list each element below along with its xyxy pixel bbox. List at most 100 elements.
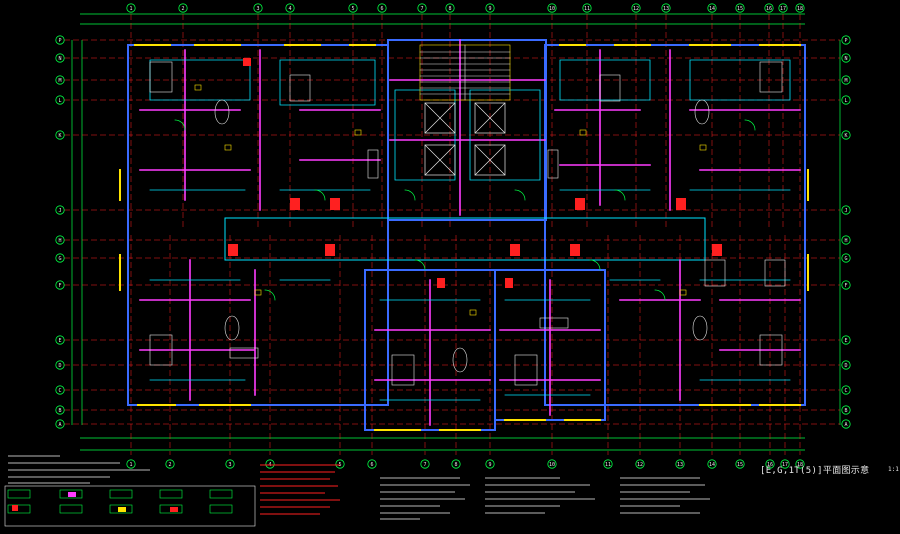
bed-icon xyxy=(599,74,621,102)
axis-bubble-top-label: 17 xyxy=(780,6,786,12)
axis-bubble-top xyxy=(445,3,455,13)
axis-bubble-bottom xyxy=(165,459,175,469)
axis-bubble-right xyxy=(841,405,851,415)
axis-bubble-left-label: N xyxy=(58,56,61,62)
axis-bubble-top-label: 4 xyxy=(288,6,291,12)
axis-bubble-left xyxy=(55,360,65,370)
axis-bubble-right xyxy=(841,95,851,105)
axis-bubble-top xyxy=(778,3,788,13)
axis-bubble-right-label: J xyxy=(844,208,847,214)
axis-bubble-bottom-label: 14 xyxy=(709,462,715,468)
outer-wall-left-block xyxy=(127,44,389,406)
sofa-icon xyxy=(229,347,259,359)
axis-bubble-left xyxy=(55,253,65,263)
axis-bubble-right-label: E xyxy=(844,338,847,344)
axis-bubble-top-label: 10 xyxy=(549,6,555,12)
axis-bubble-right xyxy=(841,75,851,85)
sofa-icon xyxy=(367,149,379,179)
axis-bubble-right-label: P xyxy=(844,38,847,44)
axis-bubble-top xyxy=(348,3,358,13)
axis-bubble-top-label: 8 xyxy=(448,6,451,12)
core-block xyxy=(387,39,547,221)
axis-bubble-left-label: G xyxy=(58,256,61,262)
axis-bubble-bottom xyxy=(265,459,275,469)
axis-bubble-right-label: B xyxy=(844,408,847,414)
windows-yellow xyxy=(119,44,809,431)
bed-icon xyxy=(514,354,538,386)
legend-area xyxy=(4,455,710,527)
room-tags xyxy=(194,84,707,316)
axis-bubble-bottom-label: 1 xyxy=(129,462,132,468)
partitions-cyan xyxy=(149,59,791,401)
axis-bubble-left-label: J xyxy=(58,208,61,214)
axis-bubble-top-label: 6 xyxy=(380,6,383,12)
drawing-title: [E,G,1T(5)]平面图示意 xyxy=(760,466,870,476)
axis-bubble-top-label: 13 xyxy=(663,6,669,12)
axis-bubble-right-label: H xyxy=(844,238,847,244)
outer-wall-right-block xyxy=(544,44,806,406)
table-icon xyxy=(214,99,230,125)
stair-icon xyxy=(419,44,511,101)
axis-bubble-top-label: 14 xyxy=(709,6,715,12)
drawing-scale: 1:1 xyxy=(888,466,899,473)
axis-bubble-left-label: P xyxy=(58,38,61,44)
axis-bubble-left xyxy=(55,405,65,415)
axis-bubble-top xyxy=(795,3,805,13)
axis-bubble-top xyxy=(485,3,495,13)
axis-bubble-left-label: H xyxy=(58,238,61,244)
axis-bubble-right xyxy=(841,205,851,215)
axis-bubble-right-label: F xyxy=(844,283,847,289)
axis-bubble-bottom xyxy=(126,459,136,469)
axis-bubble-top xyxy=(631,3,641,13)
axis-bubble-left xyxy=(55,130,65,140)
axis-bubble-top-label: 5 xyxy=(351,6,354,12)
axis-bubble-top xyxy=(547,3,557,13)
elevator-icon xyxy=(424,102,506,176)
axis-bubble-bottom xyxy=(780,459,790,469)
table-icon xyxy=(224,315,240,341)
red-markers xyxy=(228,58,722,288)
axis-bubble-right-label: M xyxy=(844,78,847,84)
axis-bubble-top xyxy=(417,3,427,13)
axis-bubble-top xyxy=(178,3,188,13)
bed-icon xyxy=(149,334,173,366)
axis-bubble-bottom xyxy=(547,459,557,469)
axis-bubble-top-label: 1 xyxy=(129,6,132,12)
axis-bubble-left xyxy=(55,95,65,105)
axis-bubble-right xyxy=(841,53,851,63)
axis-bubble-bottom-label: 6 xyxy=(370,462,373,468)
axis-bubble-right-label: C xyxy=(844,388,847,394)
axis-bubble-bottom-label: 3 xyxy=(228,462,231,468)
axis-bubble-left xyxy=(55,35,65,45)
axis-bubble-right xyxy=(841,419,851,429)
axis-bubble-bottom-label: 2 xyxy=(168,462,171,468)
axis-bubble-left xyxy=(55,53,65,63)
axis-bubble-top-label: 2 xyxy=(181,6,184,12)
bed-icon xyxy=(149,61,173,93)
axis-bubble-bottom-label: 16 xyxy=(767,462,773,468)
axis-bubble-top xyxy=(253,3,263,13)
axis-bubble-bottom xyxy=(225,459,235,469)
bed-icon xyxy=(759,61,783,93)
axis-bubble-left xyxy=(55,235,65,245)
axis-bubble-bottom xyxy=(707,459,717,469)
door-swing-icon xyxy=(174,119,756,301)
axis-bubble-bottom-label: 11 xyxy=(605,462,611,468)
axis-bubble-bottom xyxy=(675,459,685,469)
axis-bubble-left-label: M xyxy=(58,78,61,84)
axis-bubble-bottom-label: 17 xyxy=(782,462,788,468)
axis-bubble-bottom-label: 7 xyxy=(423,462,426,468)
axis-bubble-top xyxy=(735,3,745,13)
axis-bubble-left-label: D xyxy=(58,363,61,369)
axis-bubble-top xyxy=(707,3,717,13)
axis-bubble-left-label: A xyxy=(58,422,61,428)
axis-bubble-bottom-label: 15 xyxy=(737,462,743,468)
axis-grid: 1234567891011121314151617181234567891011… xyxy=(55,3,851,469)
axis-bubble-top-label: 15 xyxy=(737,6,743,12)
sofa-icon xyxy=(539,317,569,329)
bed-icon xyxy=(704,259,726,287)
axis-bubble-bottom xyxy=(765,459,775,469)
bed-icon xyxy=(289,74,311,102)
axis-bubble-bottom xyxy=(635,459,645,469)
